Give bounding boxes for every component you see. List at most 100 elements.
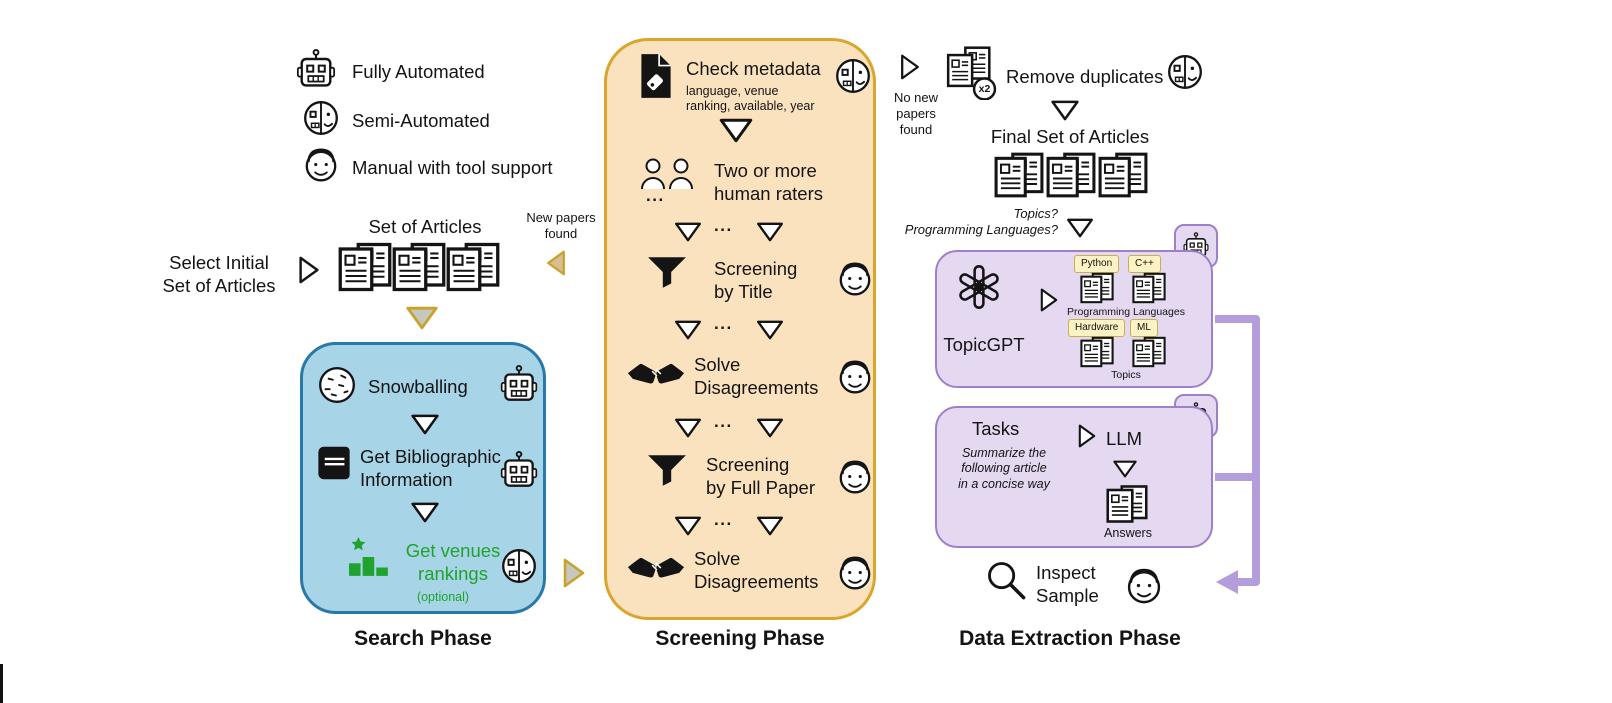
no-new-papers-label: No new papers found (893, 90, 939, 137)
legend-fully-automated-label: Fully Automated (352, 61, 485, 82)
flow-arrow-right-icon (298, 256, 320, 284)
topicgpt-label: TopicGPT (943, 334, 1025, 355)
flow-arrow-down-icon (1112, 460, 1138, 478)
flow-arrow-right-icon (1040, 288, 1058, 312)
venue-ranking-icon (346, 536, 394, 578)
remove-duplicates-label: Remove duplicates (1006, 66, 1164, 87)
flow-arrow-down-icon (1050, 100, 1080, 121)
documents-icon (392, 242, 446, 292)
handshake-icon (626, 550, 686, 590)
openai-logo-icon (956, 264, 1002, 310)
funnel-icon (646, 452, 688, 490)
ml-badge: ML (1130, 319, 1158, 337)
screening-phase-title: Screening Phase (655, 627, 825, 650)
flow-arrow-down-icon (1066, 218, 1094, 238)
search-phase-title: Search Phase (354, 627, 492, 650)
semi-automated-icon (500, 546, 538, 586)
semi-automated-icon (1166, 52, 1204, 92)
snowballing-label: Snowballing (368, 376, 468, 397)
get-bibliographic-label: Get Bibliographic Information (360, 446, 501, 490)
parallel-ellipsis: ... (714, 510, 733, 529)
raters-ellipsis: ... (646, 186, 665, 205)
robot-icon (500, 450, 538, 492)
screening-by-title-label: Screening by Title (714, 258, 798, 302)
human-icon (836, 552, 874, 592)
page-edge-artifact (0, 664, 3, 703)
check-metadata-label: Check metadata (686, 58, 821, 79)
magnifier-icon (984, 558, 1028, 602)
cpp-badge: C++ (1128, 255, 1161, 273)
parallel-arrow-down-icon (674, 320, 702, 340)
inspect-sample-label: Inspect Sample (1036, 562, 1099, 606)
human-icon (836, 356, 874, 396)
legend-manual-label: Manual with tool support (352, 157, 553, 178)
funnel-icon (646, 254, 688, 292)
python-badge: Python (1074, 255, 1120, 273)
documents-icon (338, 242, 392, 292)
flow-arrow-down-icon (410, 502, 440, 523)
flow-arrow-right-icon (900, 54, 920, 80)
snowball-icon (316, 364, 358, 406)
semi-automated-icon (302, 98, 340, 138)
parallel-arrow-down-icon (756, 320, 784, 340)
purple-return-arrow (1215, 315, 1260, 594)
documents-icon (446, 242, 500, 292)
x2-label: x2 (978, 83, 991, 95)
robot-icon (296, 48, 336, 92)
optional-label: (optional) (416, 590, 470, 604)
parallel-arrow-down-icon (674, 222, 702, 242)
programming-languages-caption: Programming Languages (1067, 306, 1185, 318)
raters-label: Two or more human raters (714, 160, 823, 204)
documents-icon (1046, 152, 1096, 198)
solve-disagreements-label: Solve Disagreements (694, 354, 819, 398)
legend-semi-automated-label: Semi-Automated (352, 110, 490, 131)
llm-label: LLM (1106, 428, 1142, 449)
robot-icon (500, 364, 538, 406)
human-icon (836, 456, 874, 496)
parallel-ellipsis: ... (714, 216, 733, 235)
documents-icon (1106, 484, 1148, 524)
loop-arrow-left-icon (546, 250, 566, 276)
new-papers-found-label: New papers found (526, 210, 596, 241)
flow-arrow-right-icon (562, 558, 586, 588)
documents-icon (1132, 272, 1166, 304)
flow-arrow-down-icon (410, 414, 440, 435)
documents-icon (994, 152, 1044, 198)
documents-icon (1132, 336, 1166, 368)
documents-icon (1080, 272, 1114, 304)
metadata-tag-icon (636, 52, 676, 100)
set-of-articles-label: Set of Articles (368, 216, 482, 237)
answers-caption: Answers (1104, 526, 1152, 540)
flow-arrow-right-icon (1078, 424, 1096, 448)
data-extraction-phase-title: Data Extraction Phase (959, 627, 1181, 650)
final-set-label: Final Set of Articles (990, 126, 1150, 147)
task-prompt: Summarize the following article in a con… (958, 446, 1050, 491)
check-metadata-detail: language, venue ranking, available, year (686, 84, 815, 114)
parallel-ellipsis: ... (714, 412, 733, 431)
screening-by-full-paper-label: Screening by Full Paper (706, 454, 815, 498)
parallel-arrow-down-icon (674, 418, 702, 438)
parallel-ellipsis: ... (714, 314, 733, 333)
parallel-arrow-down-icon (756, 516, 784, 536)
topics-caption: Topics (1111, 369, 1141, 381)
handshake-icon (626, 356, 686, 396)
parallel-arrow-down-icon (756, 418, 784, 438)
human-icon (302, 144, 340, 184)
hardware-badge: Hardware (1068, 319, 1126, 337)
solve-disagreements-label: Solve Disagreements (694, 548, 819, 592)
documents-icon (1098, 152, 1148, 198)
get-venues-label: Get venues rankings (405, 540, 501, 584)
flow-arrow-down-icon (404, 306, 440, 330)
flow-arrow-down-icon (718, 118, 754, 143)
book-icon (312, 442, 356, 484)
select-initial-label: Select Initial Set of Articles (162, 252, 276, 296)
questions-label: Topics? Programming Languages? (904, 206, 1058, 237)
tasks-label: Tasks (972, 418, 1020, 439)
human-icon (1124, 564, 1164, 606)
documents-icon (1080, 336, 1114, 368)
tasks-box (935, 406, 1213, 548)
semi-automated-icon (834, 56, 872, 96)
parallel-arrow-down-icon (756, 222, 784, 242)
human-icon (836, 258, 874, 298)
